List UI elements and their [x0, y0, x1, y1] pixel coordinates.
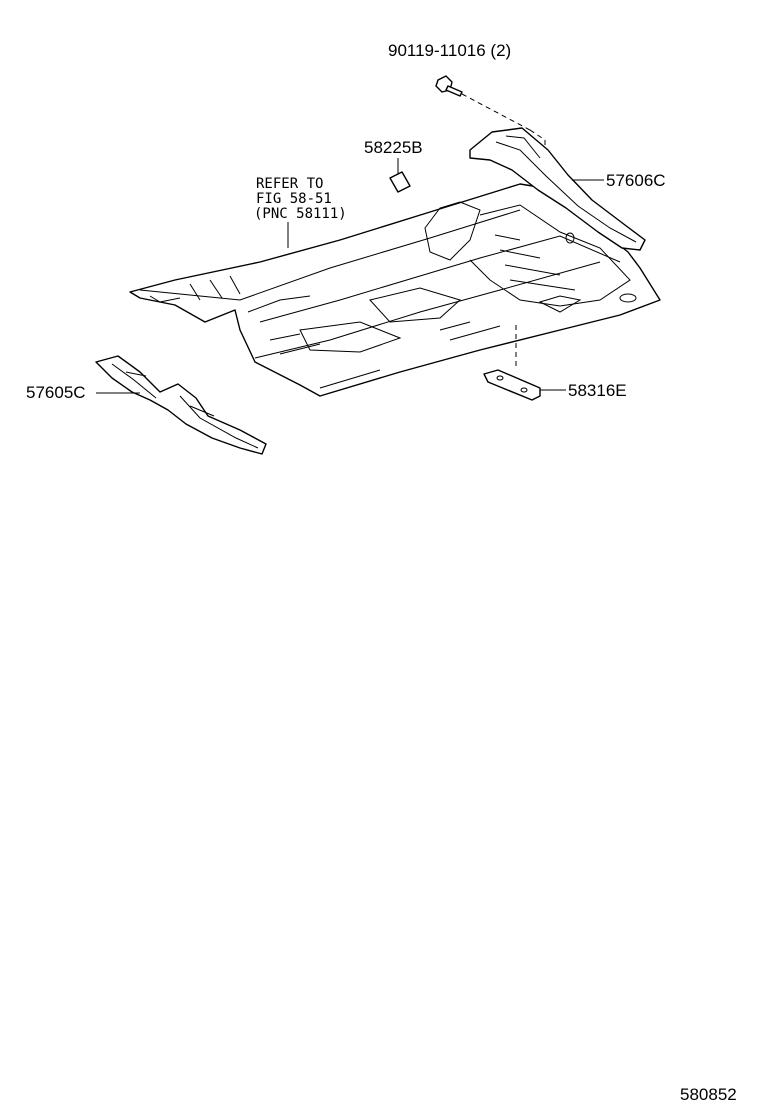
part-58316e-plate: [483, 369, 541, 401]
bolt-icon: [435, 75, 463, 97]
bolt-part-number: 90119-11016 (2): [388, 41, 511, 60]
part-number-58316e: 58316E: [568, 381, 627, 400]
reference-note-line2: FIG 58-51: [256, 191, 332, 207]
reference-note-line3: (PNC 58111): [254, 206, 347, 222]
figure-id: 580852: [680, 1085, 737, 1104]
part-58225b-plug: [389, 171, 411, 193]
floor-pan: [129, 183, 661, 397]
reference-note-line1: REFER TO: [256, 176, 323, 192]
part-57606c-bracket: [469, 127, 646, 251]
part-number-57606c: 57606C: [606, 171, 666, 190]
part-57605c-member: [95, 355, 267, 455]
part-number-58225b: 58225B: [364, 138, 423, 157]
bolt-dashed-leader-2: [529, 129, 546, 165]
part-number-57605c: 57605C: [26, 383, 86, 402]
